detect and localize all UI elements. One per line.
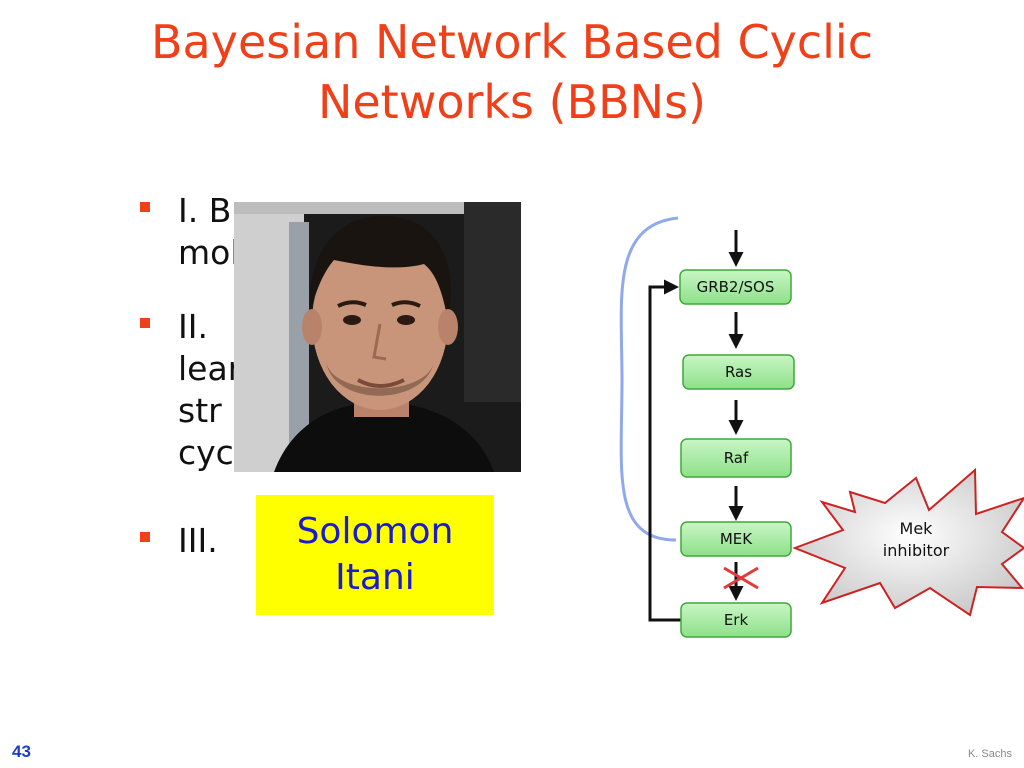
node-ras: Ras — [682, 354, 795, 390]
bullet-2-line-1: II. — [178, 307, 208, 346]
node-ras-label: Ras — [725, 363, 752, 381]
title-line-2: Networks (BBNs) — [317, 75, 707, 129]
bullet-marker — [140, 532, 150, 542]
bullet-2-line-3: str — [178, 391, 222, 430]
node-raf-label: Raf — [724, 449, 749, 467]
node-mek-label: MEK — [720, 530, 753, 548]
node-grb2-sos: GRB2/SOS — [679, 269, 792, 305]
slide-title: Bayesian Network Based Cyclic Networks (… — [0, 12, 1024, 132]
inhibitor-label-line-2: inhibitor — [883, 541, 950, 560]
inhibitor-label-line-1: Mek — [900, 519, 934, 538]
title-line-1: Bayesian Network Based Cyclic — [151, 15, 873, 69]
node-raf: Raf — [680, 438, 792, 478]
portrait-photo — [234, 202, 521, 472]
bullet-1-line-1: I. B — [178, 191, 232, 230]
node-erk-label: Erk — [724, 611, 749, 629]
name-line-2: Itani — [335, 557, 415, 598]
node-grb2-label: GRB2/SOS — [697, 278, 775, 296]
bullet-2-line-2: lear — [178, 349, 242, 388]
bullet-1-line-2: mol — [178, 233, 240, 272]
portrait-illustration — [234, 202, 521, 472]
mek-inhibitor-starburst: Mek inhibitor — [792, 467, 1024, 617]
node-erk: Erk — [680, 602, 792, 638]
feedback-arrow-erk-grb2 — [648, 279, 681, 622]
author-credit: K. Sachs — [967, 748, 1012, 760]
name-line-1: Solomon — [296, 511, 454, 552]
page-number: 43 — [12, 742, 31, 761]
bullet-marker — [140, 318, 150, 328]
node-mek: MEK — [680, 521, 792, 557]
bullet-marker — [140, 202, 150, 212]
name-caption: Solomon Itani — [256, 495, 494, 615]
feedback-bracket — [619, 216, 679, 542]
inhibition-cross-icon — [723, 566, 759, 590]
bullet-3-line-1: III. — [178, 521, 218, 560]
starburst-shape — [792, 467, 1024, 617]
